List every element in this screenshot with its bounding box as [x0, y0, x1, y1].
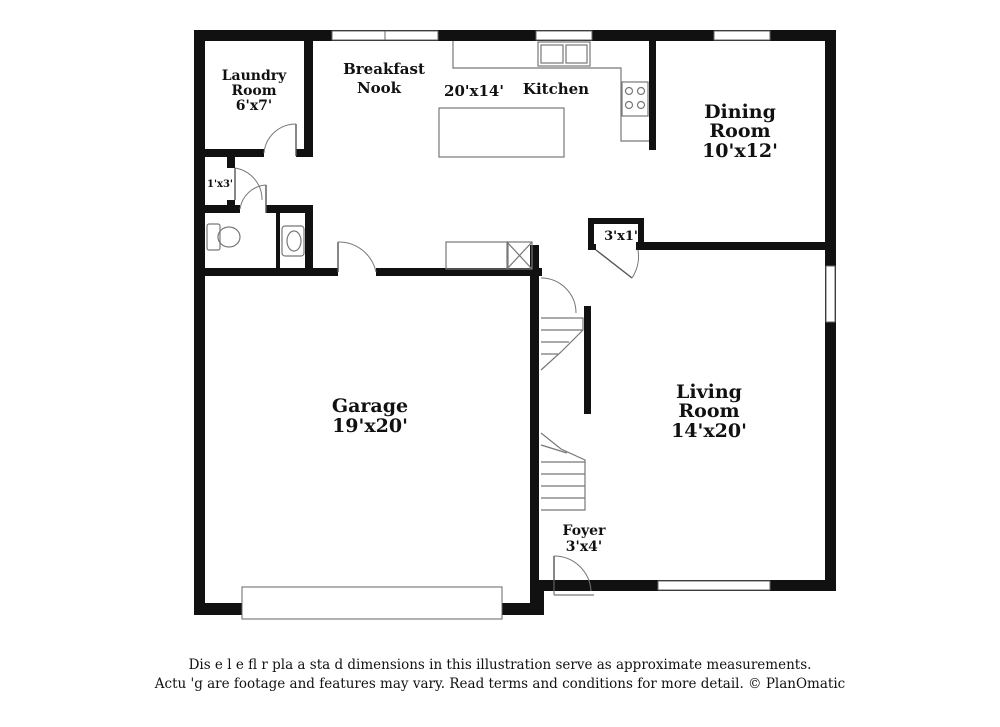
wall-closet-hall-south	[588, 244, 596, 250]
wall-closet-hall-north	[588, 218, 644, 224]
garage-size: 19'x20'	[332, 415, 408, 437]
dining-name-line2: Room	[709, 120, 770, 142]
wall-closet-hall-east	[638, 218, 644, 250]
toilet-bowl	[217, 226, 241, 248]
bathroom-fixtures	[206, 223, 305, 257]
laundry-size: 6'x7'	[236, 98, 272, 114]
wall-bath-east	[305, 205, 313, 275]
window-kitchen	[535, 30, 593, 41]
wall-garage-north-a	[194, 268, 338, 276]
kitchen-sink	[537, 41, 591, 67]
living-size: 14'x20'	[671, 420, 747, 442]
kitchen-counter	[452, 41, 649, 142]
window-living-east	[825, 265, 836, 323]
closet-small-size: 1'x3'	[207, 179, 233, 190]
stairs	[540, 277, 586, 511]
windows	[241, 30, 836, 620]
window-dining	[713, 30, 771, 41]
bath-sink	[281, 225, 305, 257]
wall-closet-hall-west	[588, 218, 594, 250]
disclaimer-line-2: Actu 'g are footage and features may var…	[154, 676, 846, 692]
door-bath	[239, 184, 267, 210]
dining-name-line1: Dining	[704, 101, 776, 123]
laundry-name-line2: Room	[231, 83, 276, 99]
doors	[234, 123, 639, 596]
garage-name: Garage	[332, 395, 408, 417]
wall-laundry-east	[304, 30, 313, 156]
wall-north	[194, 30, 836, 41]
wall-laundry-south-b	[296, 149, 313, 157]
living-name-line2: Room	[678, 400, 739, 422]
breakfast-name-line2: Nook	[357, 79, 402, 97]
interior-walls	[194, 30, 836, 615]
dining-size: 10'x12'	[702, 140, 778, 162]
door-garage-entry	[337, 241, 377, 273]
living-name-line1: Living	[676, 381, 742, 403]
door-closet	[234, 167, 263, 201]
wall-dining-south	[636, 242, 836, 250]
kitchen-name: Kitchen	[523, 80, 589, 98]
foyer-name: Foyer	[563, 523, 607, 539]
garage-door	[241, 586, 503, 620]
door-hall-closet	[631, 249, 639, 279]
window-living-south	[657, 580, 771, 591]
kitchen-island	[438, 107, 565, 158]
foyer-size: 3'x4'	[566, 539, 602, 555]
disclaimer-line-1: Dis e l e fl r pla a sta d dimensions in…	[188, 657, 812, 673]
breakfast-name-line1: Breakfast	[343, 60, 425, 78]
stair-upper	[540, 317, 584, 371]
wall-garage-north-b	[376, 268, 542, 276]
wall-bath-partition	[276, 210, 280, 270]
wall-bath-north	[266, 205, 313, 213]
laundry-name-line1: Laundry	[222, 68, 287, 84]
wall-garage-east	[530, 245, 539, 615]
kitchen-appliance	[445, 241, 509, 270]
wall-west	[194, 30, 205, 615]
room-labels: Laundry Room 6'x7' Breakfast Nook 20'x14…	[207, 60, 778, 555]
stair-lower	[540, 432, 586, 511]
kitchen-fixtures	[438, 41, 649, 270]
wall-laundry-south-a	[194, 149, 264, 157]
toilet-tank	[206, 223, 221, 251]
wall-stair-rail	[584, 306, 591, 414]
kitchen-stove	[621, 81, 649, 117]
door-front	[553, 555, 592, 592]
kitchen-size: 20'x14'	[444, 82, 504, 100]
wall-closet-south	[194, 205, 240, 213]
pantry-box	[506, 241, 533, 270]
wall-closet-a	[227, 156, 235, 168]
closet-hall-size: 3'x1'	[604, 229, 638, 244]
wall-kitchen-dining	[649, 30, 656, 150]
